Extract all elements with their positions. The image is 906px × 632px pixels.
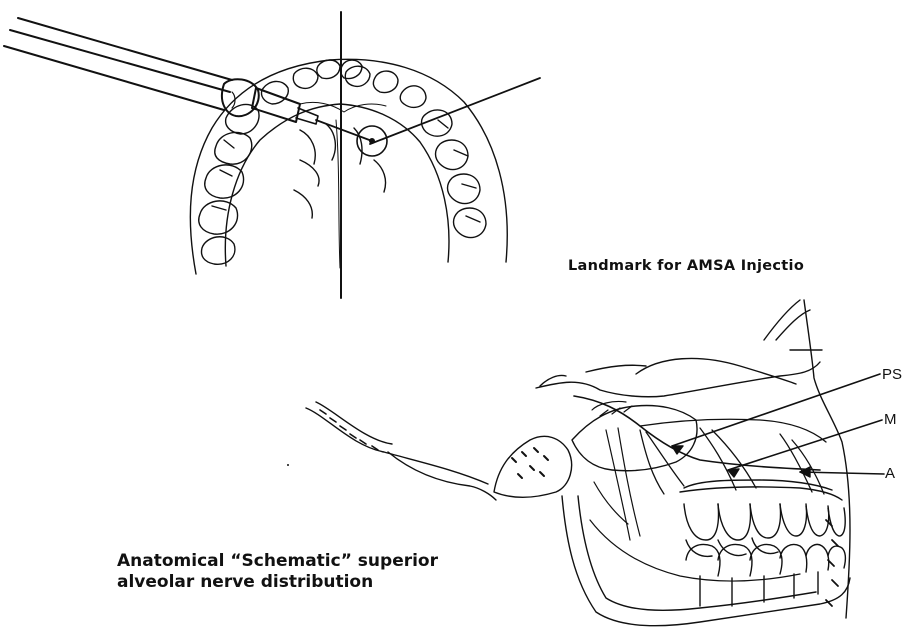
arch-outline <box>190 59 507 274</box>
schematic-caption-line-1: Anatomical “Schematic” superior <box>117 551 438 572</box>
syringe-needle <box>316 120 372 141</box>
asa-nerve-label: A <box>885 465 895 482</box>
maxillary-arch-drawing <box>190 12 540 298</box>
condylar-process <box>494 436 572 497</box>
lower-teeth-row <box>686 544 845 606</box>
mandibular-canal <box>590 520 800 581</box>
zygoma <box>572 406 697 471</box>
upper-teeth-row <box>684 504 845 556</box>
schematic-caption-line-2: alveolar nerve distribution <box>117 572 438 593</box>
zygomatic-arch <box>306 402 488 484</box>
syringe-barrel <box>4 18 232 110</box>
amsa-landmark-caption: Landmark for AMSA Injectio <box>568 258 804 274</box>
alveolar-process <box>680 480 842 500</box>
msa-nerve-label: M <box>884 411 897 428</box>
nasal-bone <box>764 300 822 350</box>
infraorbital-nerve <box>640 419 826 442</box>
teeth-right <box>345 66 486 237</box>
anterior-profile <box>804 300 850 618</box>
asa-pointer-line <box>800 472 884 474</box>
midline-raphe <box>336 120 340 268</box>
maxilla-outline <box>536 362 820 397</box>
msa-pointer-line <box>728 420 882 470</box>
psa-nerve-label: PS <box>882 366 902 383</box>
psa-pointer-line <box>672 374 880 446</box>
central-incisors <box>317 60 362 79</box>
orbit-rim <box>636 358 796 384</box>
arch-hatching <box>320 410 378 450</box>
schematic-caption: Anatomical “Schematic” superior alveolar… <box>117 551 438 593</box>
